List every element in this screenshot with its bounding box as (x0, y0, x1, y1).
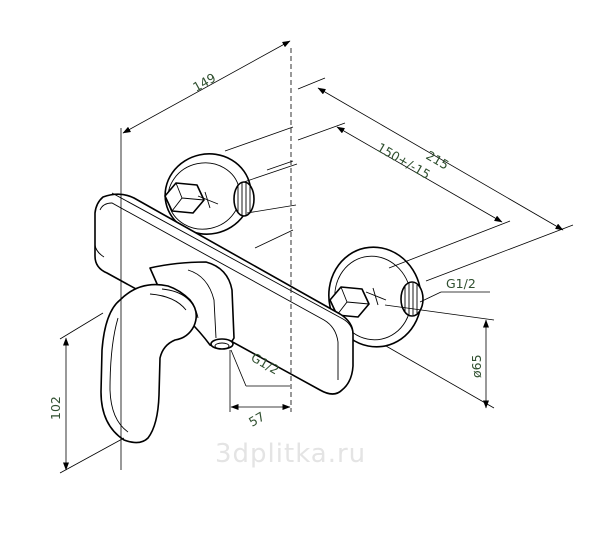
dim-65-label: ø65 (469, 354, 484, 378)
back-eccentric-connector (164, 153, 255, 235)
right-eccentric-connector (328, 246, 424, 348)
dimension-102: 102 (48, 312, 125, 474)
construction-lines (120, 48, 298, 470)
dimension-diameter-65: ø65 (384, 304, 495, 409)
dimension-57: 57 (230, 404, 291, 430)
dim-57-label: 57 (246, 409, 267, 430)
thread-callout-right: G1/2 (419, 276, 490, 303)
thread-label-right: G1/2 (446, 276, 476, 291)
lever-handle (100, 283, 199, 444)
dimension-149: 149 (122, 40, 291, 134)
dimension-150: 150+/-15 (297, 122, 511, 269)
watermark-text: 3dplitka.ru (215, 439, 366, 469)
dim-149-label: 149 (190, 70, 218, 95)
dimension-215: 215 (297, 77, 574, 282)
dim-102-label: 102 (48, 396, 63, 420)
